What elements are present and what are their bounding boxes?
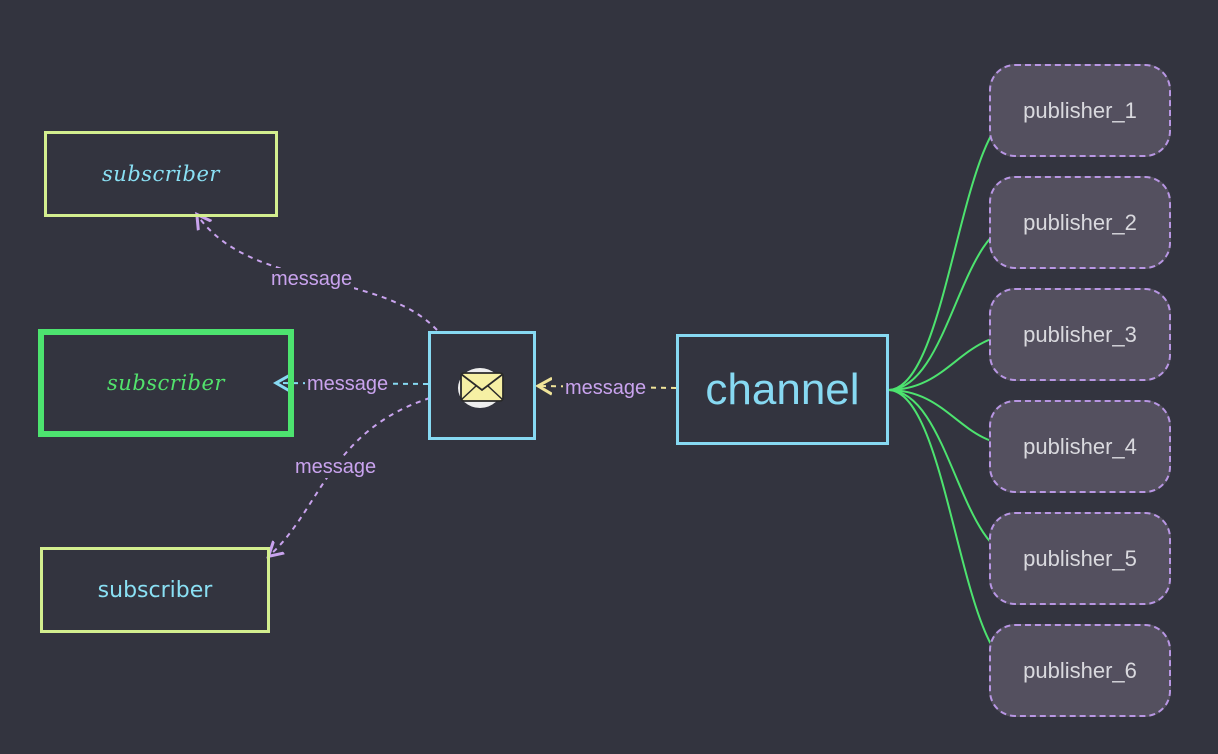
envelope-to-subscriber-3-link — [270, 397, 431, 555]
subscriber-label: subscriber — [97, 577, 213, 603]
subscriber-label: subscriber — [107, 371, 225, 395]
edge-label-to-subscriber-3: message — [293, 456, 379, 478]
edge-label-to-subscriber-2: message — [305, 373, 391, 395]
envelope-icon — [458, 367, 504, 408]
publisher-node-5[interactable]: publisher_5 — [989, 512, 1171, 605]
publisher-label: publisher_5 — [1023, 545, 1137, 571]
publisher-label: publisher_3 — [1023, 321, 1137, 347]
subscriber-node-3[interactable]: subscriber — [40, 547, 270, 633]
edge-label-channel-to-envelope: message — [563, 377, 649, 399]
publisher-node-4[interactable]: publisher_4 — [989, 400, 1171, 493]
publisher-label: publisher_1 — [1023, 97, 1137, 123]
subscriber-node-1[interactable]: subscriber — [44, 131, 278, 217]
edge-label-to-subscriber-1: message — [269, 268, 355, 290]
subscriber-node-2[interactable]: subscriber — [38, 329, 294, 437]
publisher-node-3[interactable]: publisher_3 — [989, 288, 1171, 381]
publisher-node-6[interactable]: publisher_6 — [989, 624, 1171, 717]
message-node[interactable] — [428, 331, 536, 440]
publisher-node-2[interactable]: publisher_2 — [989, 176, 1171, 269]
channel-label: channel — [705, 364, 860, 414]
subscriber-label: subscriber — [102, 162, 220, 186]
channel-to-envelope-link — [540, 386, 677, 388]
channel-node[interactable]: channel — [676, 334, 889, 445]
publisher-label: publisher_2 — [1023, 209, 1137, 235]
publisher-label: publisher_4 — [1023, 433, 1137, 459]
publisher-label: publisher_6 — [1023, 657, 1137, 683]
publisher-node-1[interactable]: publisher_1 — [989, 64, 1171, 157]
